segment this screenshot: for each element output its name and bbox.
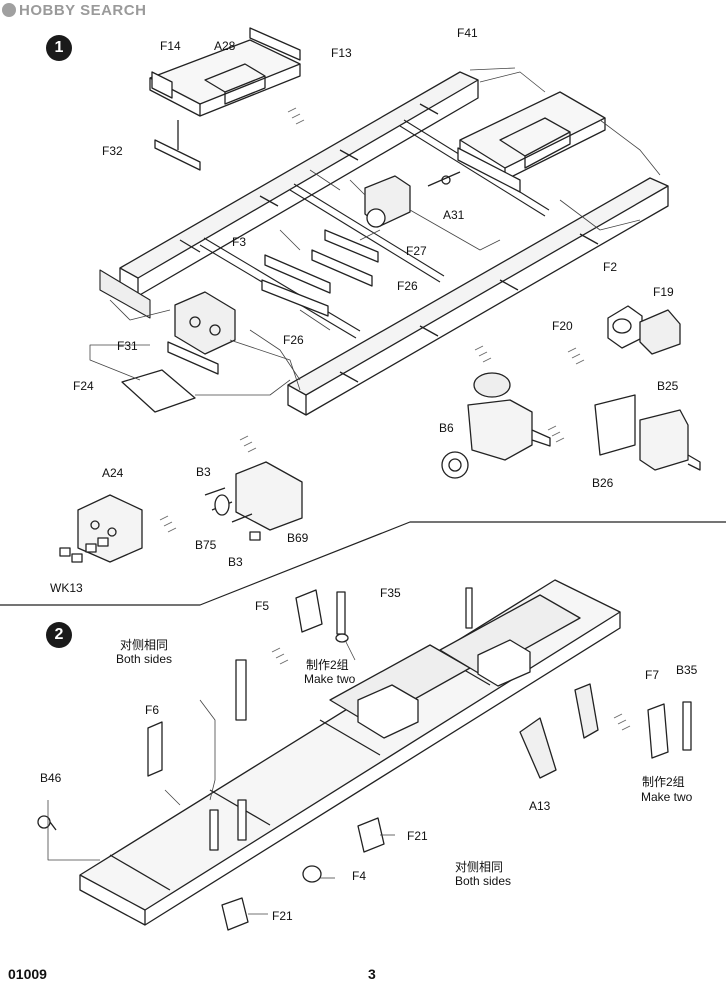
part-f6 xyxy=(147,721,163,777)
note-both-sides-en-left: Both sides xyxy=(116,652,173,666)
part-f7-b35 xyxy=(647,701,692,759)
part-b46 xyxy=(37,815,57,831)
label-f2: F2 xyxy=(603,260,618,274)
label-f14: F14 xyxy=(160,39,181,53)
part-a24 xyxy=(59,494,143,563)
part-b25-b26 xyxy=(594,394,701,471)
label-a13: A13 xyxy=(529,799,551,813)
label-b25: B25 xyxy=(657,379,679,393)
label-f13: F13 xyxy=(331,46,352,60)
watermark-text: HOBBY SEARCH xyxy=(19,2,147,19)
label-f3: F3 xyxy=(232,235,247,249)
part-b6-assembly xyxy=(441,372,551,479)
label-b26: B26 xyxy=(592,476,614,490)
label-f19: F19 xyxy=(653,285,674,299)
label-a24: A24 xyxy=(102,466,124,480)
label-b3-lower: B3 xyxy=(228,555,243,569)
label-f24: F24 xyxy=(73,379,94,393)
label-f4: F4 xyxy=(352,869,367,883)
note-make-two-cn-right: 制作2组 xyxy=(642,775,685,789)
label-b69: B69 xyxy=(287,531,309,545)
watermark: HOBBY SEARCH xyxy=(2,2,146,19)
part-frame-gearbox xyxy=(174,291,236,355)
note-make-two-en-right: Make two xyxy=(641,790,693,804)
note-make-two-cn-center: 制作2组 xyxy=(306,658,349,672)
label-wk13: WK13 xyxy=(50,581,83,595)
frame-rail-front xyxy=(287,177,669,416)
section-divider xyxy=(0,521,726,606)
note-both-sides-en-bottom: Both sides xyxy=(455,874,512,888)
label-f35: F35 xyxy=(380,586,401,600)
label-f20: F20 xyxy=(552,319,573,333)
label-b75: B75 xyxy=(195,538,217,552)
label-f5: F5 xyxy=(255,599,270,613)
label-f21-lower: F21 xyxy=(272,909,293,923)
label-f27: F27 xyxy=(406,244,427,258)
page-number: 3 xyxy=(368,966,376,982)
frame-step2 xyxy=(79,579,621,926)
label-b3-upper: B3 xyxy=(196,465,211,479)
part-a28-assembly xyxy=(149,27,301,171)
hobbysearch-logo-icon xyxy=(2,3,16,17)
label-a28: A28 xyxy=(214,39,236,53)
leader-lines xyxy=(89,67,661,396)
label-f41: F41 xyxy=(457,26,478,40)
label-a31: A31 xyxy=(443,208,465,222)
part-a13 xyxy=(519,683,599,779)
frame-rail-rear xyxy=(119,71,479,297)
label-f6: F6 xyxy=(145,703,160,717)
part-f31-f24 xyxy=(121,341,219,413)
label-f31: F31 xyxy=(117,339,138,353)
note-both-sides-cn-left: 对侧相同 xyxy=(120,638,169,652)
label-f21-middle: F21 xyxy=(407,829,428,843)
part-b3-gearbox xyxy=(204,461,303,541)
label-b46: B46 xyxy=(40,771,62,785)
label-f7: F7 xyxy=(645,668,660,682)
label-b6: B6 xyxy=(439,421,454,435)
note-both-sides-cn-bottom: 对侧相同 xyxy=(455,860,504,874)
label-f32: F32 xyxy=(102,144,123,158)
label-b35: B35 xyxy=(676,663,698,677)
step-number-2: 2 xyxy=(46,622,72,648)
step-number-1: 1 xyxy=(46,35,72,61)
part-f5-f35 xyxy=(295,589,349,643)
label-f26-upper: F26 xyxy=(397,279,418,293)
part-f21-f4 xyxy=(221,817,385,931)
direction-arrows xyxy=(159,107,631,731)
note-make-two-en-center: Make two xyxy=(304,672,356,686)
frame-crossmembers xyxy=(99,119,550,339)
part-f41-assembly xyxy=(457,91,606,193)
leader-lines-step2 xyxy=(47,639,395,915)
part-bars xyxy=(261,229,379,317)
part-transfer-case xyxy=(364,171,461,228)
part-f19-f20 xyxy=(607,305,681,355)
label-f26-lower: F26 xyxy=(283,333,304,347)
product-code: 01009 xyxy=(8,966,47,982)
